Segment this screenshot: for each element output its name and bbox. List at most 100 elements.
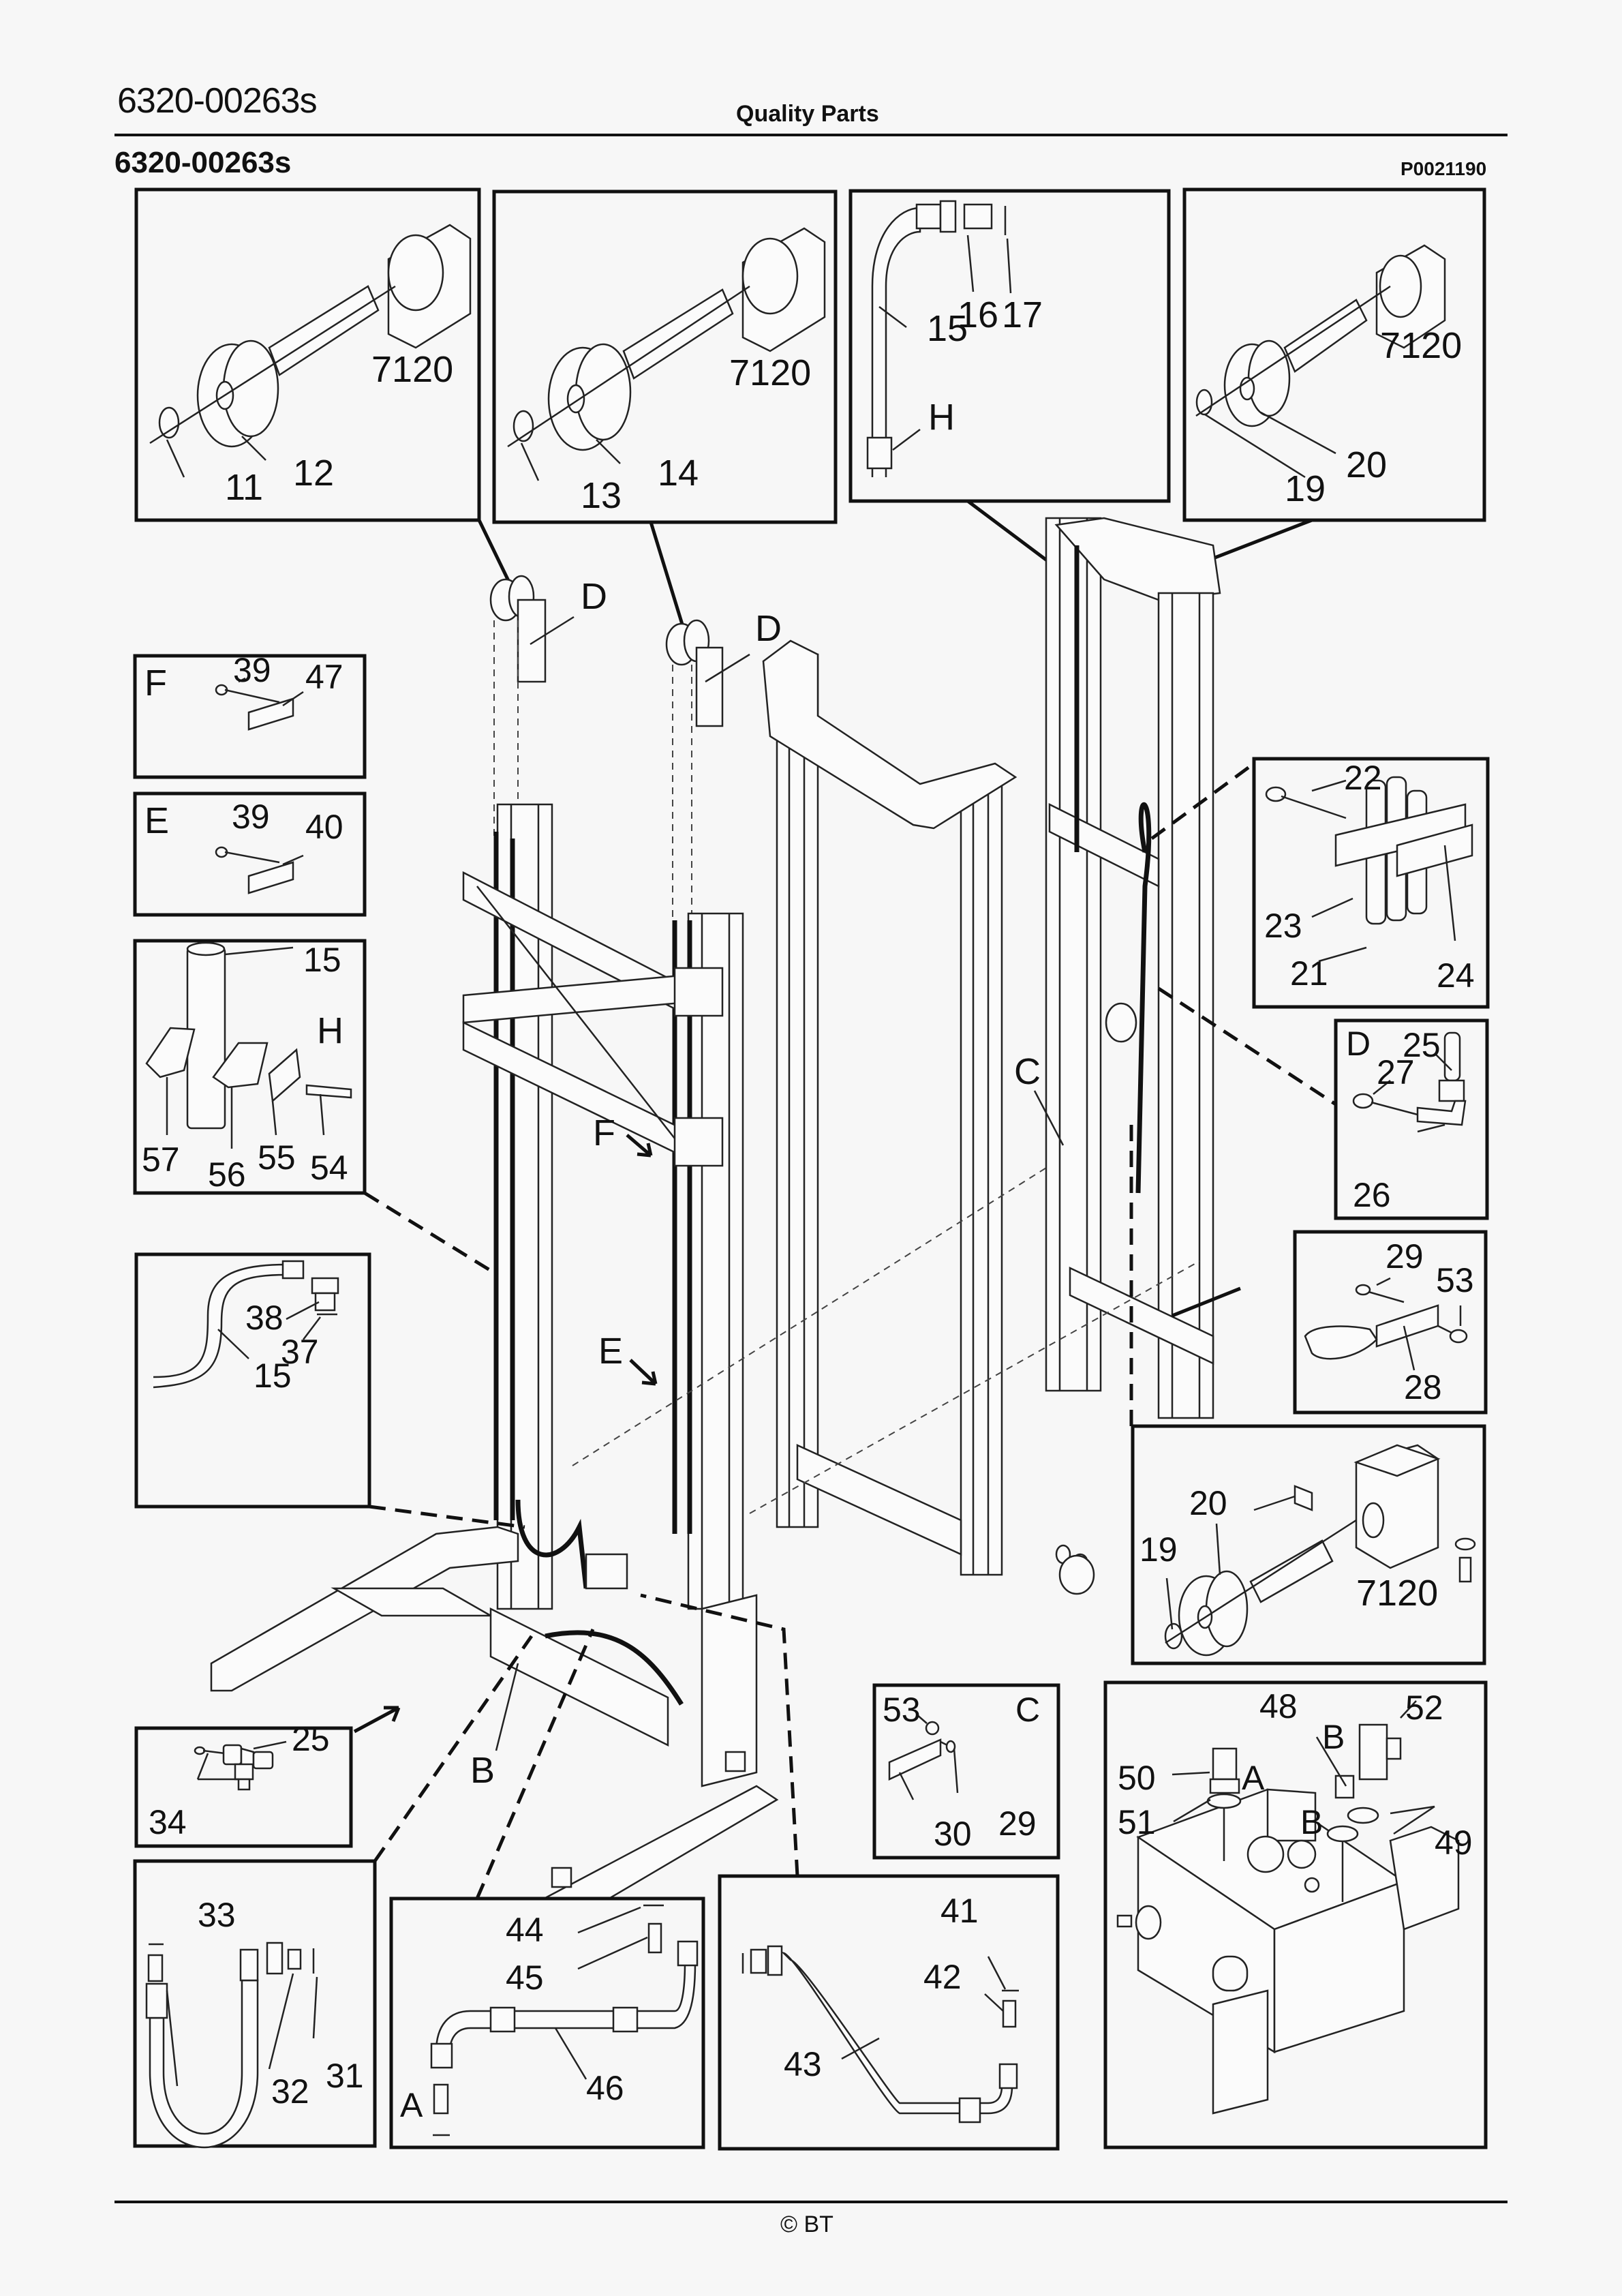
callout-46: 46 bbox=[586, 2069, 624, 2107]
document-code: 6320-00263s bbox=[117, 81, 318, 121]
callout-17: 17 bbox=[1002, 294, 1043, 335]
callout-50: 50 bbox=[1118, 1759, 1156, 1797]
callout-23: 23 bbox=[1264, 907, 1302, 945]
callout-39: 39 bbox=[232, 798, 270, 836]
detail-box-valve-block: 48 52 B 50 A 51 B 49 bbox=[1103, 1680, 1488, 2149]
leader-line bbox=[1150, 761, 1255, 841]
callout-38: 38 bbox=[245, 1299, 284, 1337]
detail-box-sheave-lower: 20 19 7120 bbox=[1131, 1424, 1486, 1665]
callout-52: 52 bbox=[1405, 1689, 1443, 1727]
callout-32: 32 bbox=[271, 2072, 309, 2111]
detail-box-hose-clamp-block: 22 23 21 24 bbox=[1252, 757, 1490, 1009]
detail-box-hose-top: 15 16 17 H bbox=[848, 189, 1171, 503]
view-label-e: E bbox=[144, 800, 169, 841]
arrow-icon bbox=[353, 1706, 401, 1734]
callout-53: 53 bbox=[1436, 1261, 1474, 1299]
view-marker-e: E bbox=[598, 1331, 623, 1372]
callout-24: 24 bbox=[1437, 956, 1475, 995]
arrow-icon bbox=[626, 1134, 653, 1158]
copyright: © BT bbox=[780, 2211, 833, 2237]
callout-b: B bbox=[1322, 1718, 1345, 1756]
leader-line bbox=[477, 519, 513, 588]
callout-25: 25 bbox=[1403, 1026, 1441, 1064]
callout-33: 33 bbox=[198, 1896, 236, 1934]
view-marker-b: B bbox=[470, 1750, 495, 1791]
detail-box-hook-bracket: 29 53 28 bbox=[1293, 1230, 1488, 1415]
leader-line bbox=[369, 1505, 525, 1529]
sheave-upper-mid bbox=[665, 619, 724, 920]
callout-19: 19 bbox=[1285, 468, 1326, 509]
callout-29: 29 bbox=[998, 1804, 1037, 1843]
inner-mast bbox=[462, 803, 744, 1610]
callout-21: 21 bbox=[1290, 954, 1328, 993]
detail-box-hose-a: A 44 45 46 bbox=[389, 1897, 705, 2149]
detail-box-sheave-left: 11 12 7120 bbox=[134, 187, 481, 522]
callout-39: 39 bbox=[233, 651, 271, 689]
callout-a: A bbox=[1242, 1759, 1265, 1797]
callout-22: 22 bbox=[1344, 759, 1382, 797]
callout-55: 55 bbox=[258, 1138, 296, 1177]
callout-47: 47 bbox=[305, 658, 343, 696]
leader-line bbox=[1172, 1286, 1241, 1318]
main-assembly: D D bbox=[210, 500, 1337, 1937]
callout-h: H bbox=[928, 397, 955, 438]
callout-54: 54 bbox=[310, 1149, 348, 1187]
detail-box-bracket-e: E 39 40 bbox=[133, 791, 367, 917]
callout-40: 40 bbox=[305, 808, 343, 846]
callout-15: 15 bbox=[927, 308, 968, 349]
middle-mast bbox=[762, 639, 1095, 1595]
callout-7120: 7120 bbox=[1380, 325, 1462, 366]
header-divider bbox=[114, 134, 1508, 136]
detail-box-clamp-h: H 15 57 56 55 54 bbox=[133, 939, 367, 1195]
view-label-f: F bbox=[144, 663, 167, 704]
callout-53: 53 bbox=[883, 1691, 921, 1729]
callout-34: 34 bbox=[149, 1803, 187, 1841]
detail-box-sheave-right: 19 20 7120 bbox=[1182, 187, 1486, 522]
callout-15: 15 bbox=[303, 941, 341, 979]
view-label-h: H bbox=[317, 1010, 343, 1051]
section-code: 6320-00263s bbox=[114, 146, 292, 179]
callout-7120: 7120 bbox=[371, 349, 453, 390]
callout-11: 11 bbox=[225, 467, 263, 508]
leader-line bbox=[373, 1635, 534, 1862]
sheave-upper-left bbox=[489, 575, 547, 839]
callout-27: 27 bbox=[1377, 1053, 1415, 1091]
detail-box-tee-fitting: 25 34 bbox=[134, 1720, 353, 1848]
footer-divider bbox=[114, 2201, 1508, 2203]
drawing-reference: P0021190 bbox=[1401, 158, 1487, 179]
detail-box-elbow-d: D 25 27 26 bbox=[1334, 1018, 1489, 1220]
callout-13: 13 bbox=[581, 475, 622, 516]
callout-14: 14 bbox=[658, 453, 699, 494]
callout-49: 49 bbox=[1435, 1824, 1473, 1862]
callout-51: 51 bbox=[1118, 1803, 1156, 1841]
callout-12: 12 bbox=[293, 453, 334, 494]
callout-31: 31 bbox=[326, 2057, 364, 2095]
callout-56: 56 bbox=[208, 1155, 246, 1194]
leader-line bbox=[475, 1629, 595, 1899]
callout-26: 26 bbox=[1353, 1176, 1391, 1214]
view-marker-c: C bbox=[1014, 1051, 1041, 1092]
leader-line bbox=[1157, 986, 1337, 1106]
detail-box-bracket-f: F 39 47 bbox=[133, 651, 367, 779]
view-label-a: A bbox=[400, 2086, 423, 2124]
view-label-c: C bbox=[1015, 1691, 1040, 1729]
callout-43: 43 bbox=[784, 2045, 822, 2083]
leader-line bbox=[640, 1593, 799, 1877]
callout-41: 41 bbox=[940, 1892, 979, 1930]
detail-box-bracket-c: C 53 29 30 bbox=[872, 1683, 1060, 1860]
detail-box-hose-lower: 38 37 15 bbox=[134, 1252, 371, 1509]
callout-28: 28 bbox=[1404, 1368, 1442, 1406]
callout-25: 25 bbox=[292, 1720, 330, 1758]
callout-b: B bbox=[1300, 1803, 1323, 1841]
brand-line: Quality Parts bbox=[736, 101, 879, 127]
detail-box-sheave-mid: 13 14 7120 bbox=[492, 190, 838, 524]
callout-44: 44 bbox=[506, 1911, 544, 1949]
outer-mast bbox=[1045, 517, 1221, 1419]
callout-37: 37 bbox=[281, 1333, 319, 1371]
detail-box-hose-u: 33 32 31 bbox=[133, 1859, 377, 2149]
view-marker-d: D bbox=[581, 576, 607, 617]
view-marker-f: F bbox=[593, 1113, 615, 1153]
callout-30: 30 bbox=[934, 1815, 972, 1853]
callout-19: 19 bbox=[1139, 1530, 1178, 1569]
